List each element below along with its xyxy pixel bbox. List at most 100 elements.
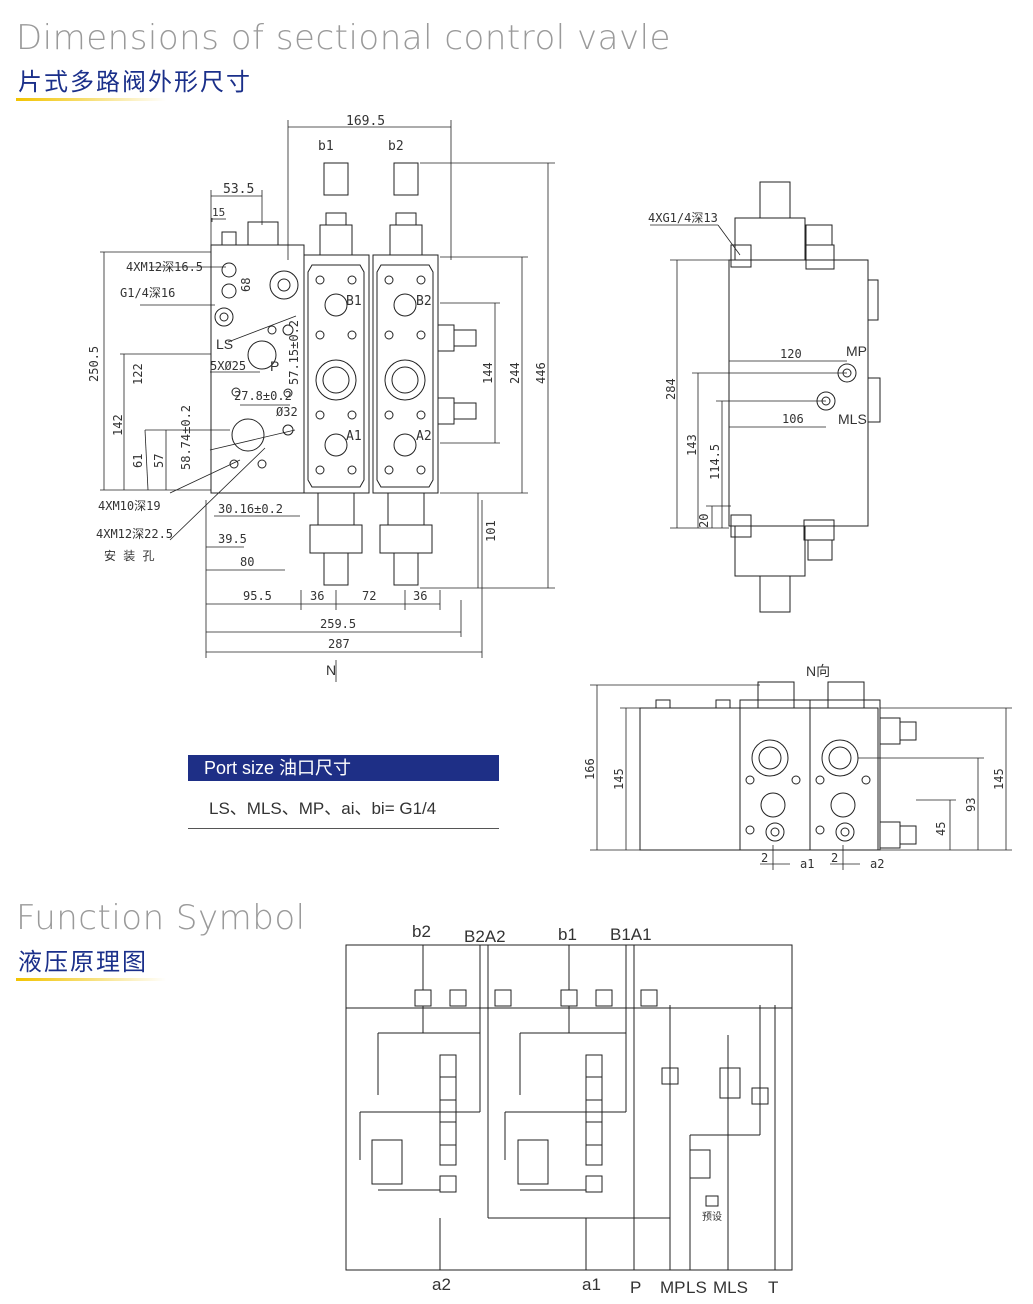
dim-61: 61 xyxy=(131,454,145,468)
label-schematic-P: P xyxy=(630,1278,641,1297)
label-B1: B1 xyxy=(346,294,362,309)
label-schematic-B1A1: B1A1 xyxy=(610,925,652,944)
spool-valve-1 xyxy=(585,1054,603,1166)
label-A1: A1 xyxy=(346,429,362,444)
title-underline xyxy=(16,978,166,981)
label-schematic-b1: b1 xyxy=(558,925,577,944)
label-MP: MP xyxy=(846,343,867,359)
label-thread-g14-16: G1/4深16 xyxy=(120,286,175,300)
dim-2-right: 2 xyxy=(831,851,838,865)
dim-95-5: 95.5 xyxy=(243,589,272,603)
label-thread-g14-13: 4XG1/4深13 xyxy=(648,211,718,225)
label-MLS: MLS xyxy=(838,411,867,427)
dim-53-5: 53.5 xyxy=(223,182,254,197)
section-title-dimensions: Dimensions of sectional control vavle xyxy=(16,18,671,58)
port-size-heading: Port size 油口尺寸 xyxy=(188,755,499,781)
bottom-view-dimension-lines xyxy=(590,684,1012,870)
divider xyxy=(188,828,499,829)
bolt-holes xyxy=(315,275,426,475)
label-schematic-MLS: MLS xyxy=(713,1278,748,1297)
label-schematic-b2: b2 xyxy=(412,922,431,941)
label-thread-m12-22-5: 4XM12深22.5 xyxy=(96,527,173,541)
section-subtitle-dimensions: 片式多路阀外形尺寸 xyxy=(18,68,252,96)
label-north: N xyxy=(326,662,336,678)
dim-169-5: 169.5 xyxy=(346,114,385,129)
port-b2-stub xyxy=(393,162,419,196)
schematic-drawing xyxy=(345,944,793,1271)
schematic-frame xyxy=(345,944,793,1271)
dim-diameter-32: Ø32 xyxy=(276,405,298,419)
section-body-1 xyxy=(303,254,370,494)
label-schematic-a1: a1 xyxy=(582,1275,601,1294)
dim-142: 142 xyxy=(111,414,125,436)
label-mounting-holes: 安 装 孔 xyxy=(104,548,154,563)
side-body xyxy=(728,259,869,527)
label-thread-m10-19: 4XM10深19 xyxy=(98,499,161,513)
label-b1: b1 xyxy=(318,139,334,154)
dim-145-left: 145 xyxy=(612,768,626,790)
dim-57: 57 xyxy=(152,454,166,468)
dim-20: 20 xyxy=(697,514,711,528)
label-schematic-MP: MP xyxy=(660,1278,686,1297)
title-underline xyxy=(16,98,166,101)
label-schematic-LS: LS xyxy=(686,1278,707,1297)
dim-39-5: 39.5 xyxy=(218,532,247,546)
dim-68: 68 xyxy=(239,278,253,292)
label-schematic-T: T xyxy=(768,1278,778,1297)
dim-166: 166 xyxy=(583,758,597,780)
dim-58-74: 58.74±0.2 xyxy=(179,405,193,470)
label-a2-bottom: a2 xyxy=(870,857,884,871)
dim-250-5: 250.5 xyxy=(87,346,101,382)
dim-93: 93 xyxy=(964,798,978,812)
dim-30-16: 30.16±0.2 xyxy=(218,502,283,516)
check-valve-b1 xyxy=(560,989,578,1007)
dim-106: 106 xyxy=(782,412,804,426)
dim-27-8: 27.8±0.2 xyxy=(234,389,292,403)
dim-145-right: 145 xyxy=(992,768,1006,790)
label-preset: 预设 xyxy=(702,1211,722,1223)
label-a1-bottom: a1 xyxy=(800,857,814,871)
label-schematic-a2: a2 xyxy=(432,1275,451,1294)
section-body-2 xyxy=(372,254,439,494)
front-view-dimension-lines xyxy=(100,120,555,682)
dim-101: 101 xyxy=(484,520,498,542)
label-view-n: N向 xyxy=(806,663,830,679)
label-P: P xyxy=(270,358,279,374)
dim-284: 284 xyxy=(664,378,678,400)
dim-244: 244 xyxy=(508,362,522,384)
dim-57-15: 57.15±0.2 xyxy=(287,320,301,385)
dim-114-5: 114.5 xyxy=(708,444,722,480)
spool-valve-2 xyxy=(439,1054,457,1166)
side-view-drawing xyxy=(728,181,881,613)
label-LS: LS xyxy=(216,336,233,352)
bottom-view-drawing xyxy=(639,681,917,851)
dim-144: 144 xyxy=(481,362,495,384)
check-valve-b2 xyxy=(414,989,432,1007)
dim-446: 446 xyxy=(534,362,548,384)
dim-45: 45 xyxy=(934,822,948,836)
label-schematic-B2A2: B2A2 xyxy=(464,927,506,946)
dim-120: 120 xyxy=(780,347,802,361)
dim-259-5: 259.5 xyxy=(320,617,356,631)
dim-72: 72 xyxy=(362,589,376,603)
label-A2: A2 xyxy=(416,429,432,444)
dim-36-right: 36 xyxy=(413,589,427,603)
front-view-drawing xyxy=(210,162,477,586)
label-b2: b2 xyxy=(388,139,404,154)
dim-143: 143 xyxy=(685,434,699,456)
dim-36-left: 36 xyxy=(310,589,324,603)
dim-122: 122 xyxy=(131,363,145,385)
port-size-text: LS、MLS、MP、ai、bi= G1/4 xyxy=(209,799,437,818)
section-subtitle-function: 液压原理图 xyxy=(18,948,148,976)
dim-15: 15 xyxy=(212,206,225,219)
label-thread-m12-16-5: 4XM12深16.5 xyxy=(126,260,203,274)
dim-80: 80 xyxy=(240,555,254,569)
dim-2-left: 2 xyxy=(761,851,768,865)
section-title-function: Function Symbol xyxy=(16,898,306,938)
label-holes-5x25: 5XØ25 xyxy=(210,359,246,373)
port-b1-stub xyxy=(323,162,349,196)
dim-287: 287 xyxy=(328,637,350,651)
side-view-dimension-lines xyxy=(650,224,847,529)
label-B2: B2 xyxy=(416,294,432,309)
